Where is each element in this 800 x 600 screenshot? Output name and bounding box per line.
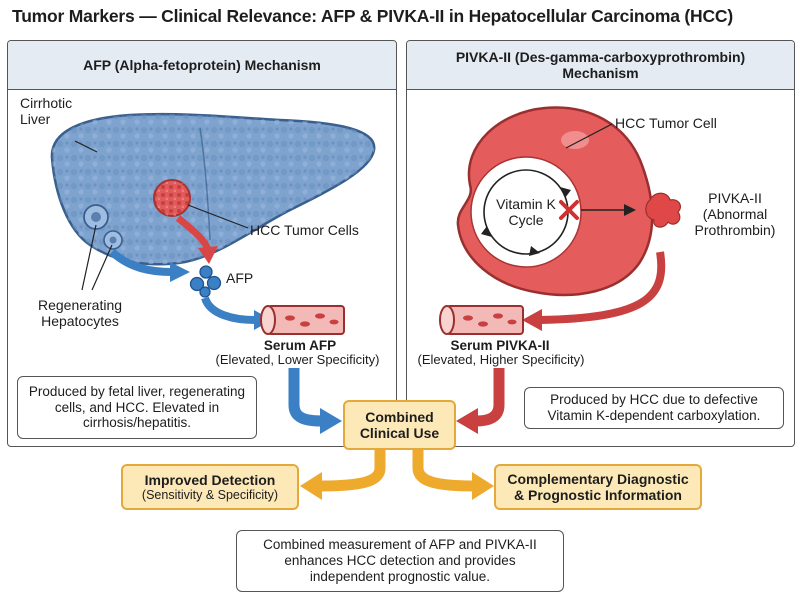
pivka-to-combined-arrow — [475, 368, 505, 427]
afp-pointer-lines — [74, 140, 249, 291]
blocked-carboxylation-icon — [559, 200, 579, 220]
hcc-tumor-icon — [153, 179, 191, 217]
improved-detection-title: Improved Detection — [144, 471, 276, 488]
pivka-note-box: Produced by HCC due to defective Vitamin… — [524, 387, 784, 429]
hcc-tumor-cells-label: HCC Tumor Cells — [250, 222, 359, 238]
tumor-to-afp-arrowhead — [198, 246, 218, 264]
page-title: Tumor Markers — Clinical Relevance: AFP … — [12, 6, 733, 26]
hcc-tumor-cell-label: HCC Tumor Cell — [615, 115, 717, 131]
pivka-to-serum-arrow — [539, 251, 666, 324]
blood-vessel-right-icon — [439, 305, 524, 335]
pivka-to-combined-arrowhead — [456, 408, 478, 434]
pivka-note-text: Produced by HCC due to defective Vitamin… — [547, 392, 761, 423]
combined-to-detection-arrowhead — [300, 472, 322, 500]
combined-to-prognostic-arrow — [412, 446, 475, 492]
cirrhotic-liver-label: Cirrhotic Liver — [20, 95, 73, 128]
vitamin-k-cycle-label: Vitamin K Cycle — [496, 196, 556, 229]
serum-afp-title: Serum AFP — [263, 338, 337, 353]
tumor-cell-pointer — [565, 123, 613, 149]
afp-label: AFP — [226, 270, 254, 286]
conclusion-box: Combined measurement of AFP and PIVKA-II… — [236, 530, 564, 592]
cycle-to-pivka-arrowhead — [624, 204, 636, 216]
serum-pivka-subtitle: (Elevated, Higher Specificity) — [417, 352, 585, 367]
cirrhotic-liver-icon — [50, 112, 376, 266]
afp-to-combined-arrow — [288, 368, 323, 427]
regenerating-hepatocytes-label: Regenerating Hepatocytes — [37, 297, 123, 330]
pivka-panel-header-text: PIVKA-II (Des-gamma-carboxyprothrombin) … — [455, 48, 746, 81]
afp-to-serum-arrow — [201, 296, 256, 324]
complementary-info-box: Complementary Diagnostic & Prognostic In… — [494, 464, 702, 510]
pivka-molecule-icon — [645, 192, 682, 228]
combined-to-prognostic-arrowhead — [472, 472, 494, 500]
pivka-panel-header: PIVKA-II (Des-gamma-carboxyprothrombin) … — [407, 41, 794, 90]
hepatocyte-to-afp-arrow — [109, 248, 173, 276]
improved-detection-box: Improved Detection (Sensitivity & Specif… — [121, 464, 299, 510]
afp-panel-header: AFP (Alpha-fetoprotein) Mechanism — [8, 41, 396, 90]
regenerating-hepatocyte-icon — [83, 204, 123, 250]
tumor-pointer — [187, 204, 249, 229]
pivka-to-serum-arrowhead — [522, 309, 542, 331]
combined-to-detection-arrow — [319, 446, 386, 492]
afp-note-text: Produced by fetal liver, regenerating ce… — [28, 383, 246, 431]
hepatocyte-to-afp-arrowhead — [170, 262, 190, 282]
liver-pointer — [74, 140, 98, 153]
improved-detection-subtitle: (Sensitivity & Specificity) — [141, 487, 279, 502]
blood-vessel-icon — [260, 305, 345, 335]
conclusion-text: Combined measurement of AFP and PIVKA-II… — [263, 537, 537, 584]
hepatocyte-pointer-2 — [91, 244, 113, 291]
afp-to-combined-arrowhead — [320, 408, 342, 434]
serum-afp-subtitle: (Elevated, Lower Specificity) — [215, 352, 380, 367]
pivka-label: PIVKA-II (Abnormal Prothrombin) — [694, 190, 776, 239]
afp-molecule-icon — [189, 265, 222, 298]
serum-pivka-title: Serum PIVKA-II — [450, 338, 550, 353]
combined-clinical-use-box: Combined Clinical Use — [343, 400, 456, 450]
afp-note-box: Produced by fetal liver, regenerating ce… — [17, 376, 257, 439]
hepatocyte-pointer-1 — [81, 224, 97, 291]
